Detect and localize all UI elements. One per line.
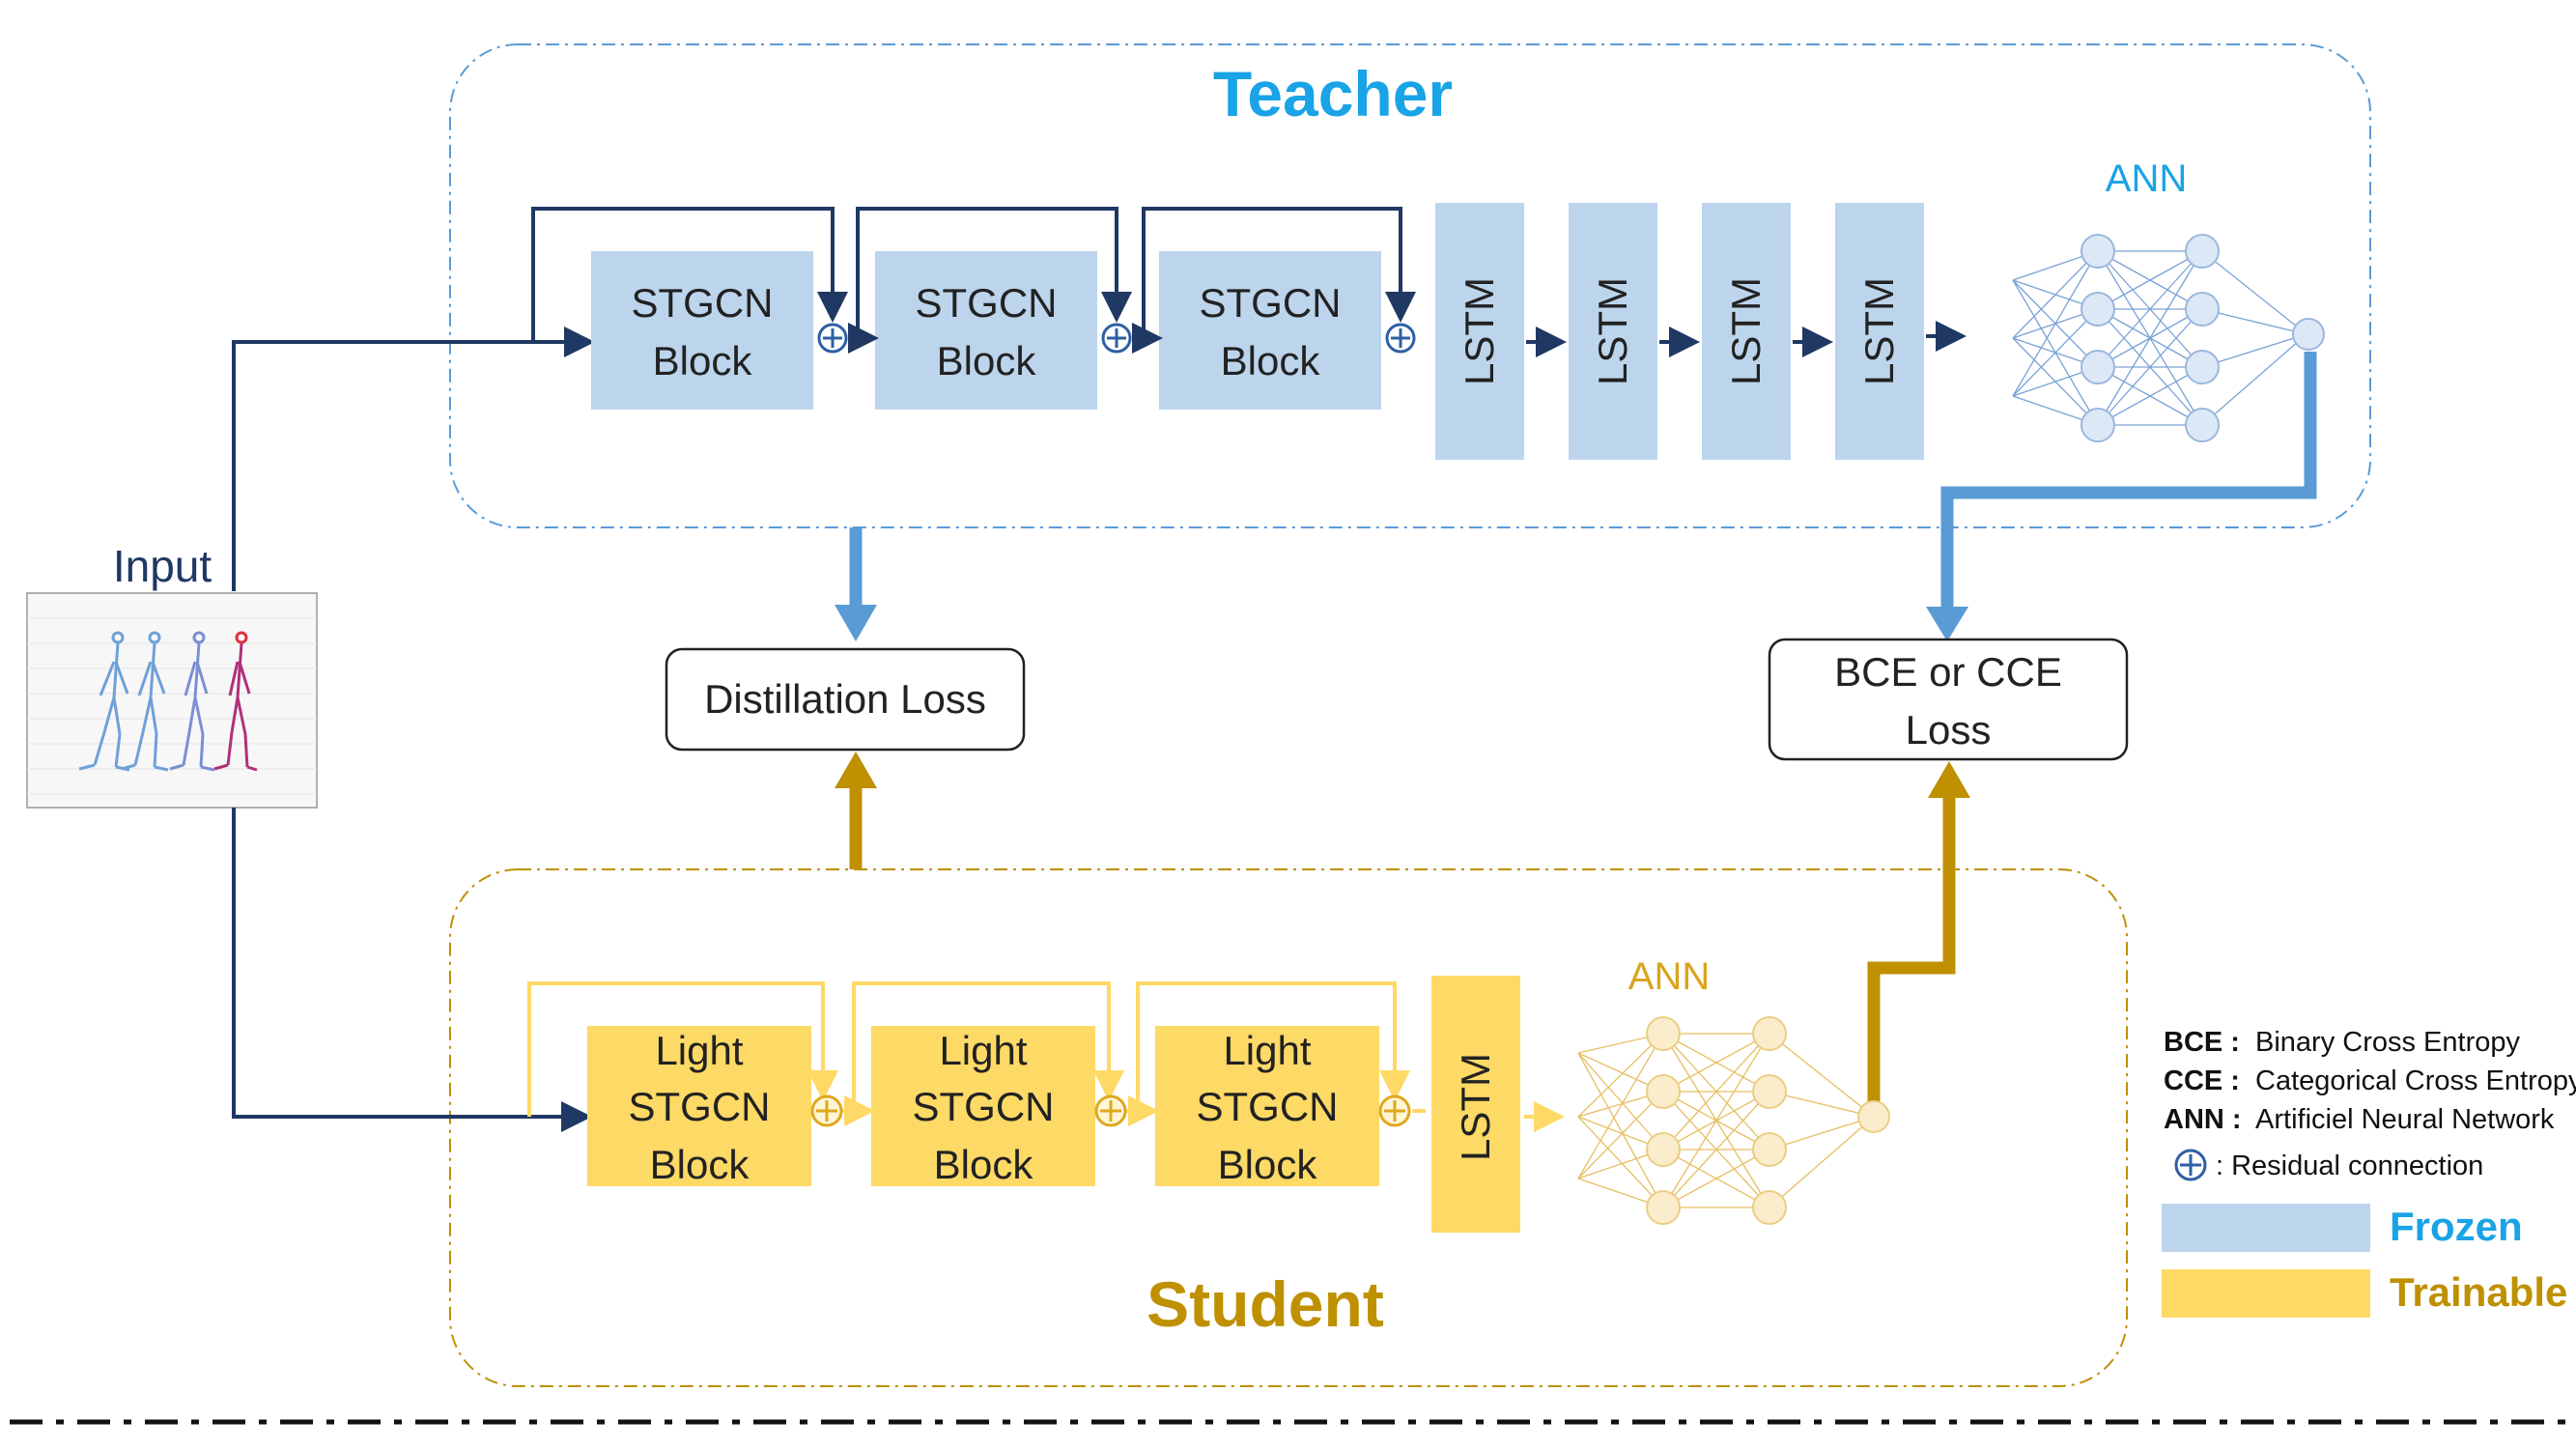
student-to-bce-arrowhead: [1928, 761, 1970, 798]
svg-text:Block: Block: [1221, 338, 1321, 384]
svg-text:Block: Block: [1218, 1142, 1318, 1187]
svg-text:STGCN: STGCN: [632, 280, 774, 326]
svg-text:STGCN: STGCN: [1200, 280, 1342, 326]
teacher-title: Teacher: [1213, 58, 1453, 129]
legend-trainable-swatch: [2162, 1269, 2370, 1318]
legend-frozen-label: Frozen: [2390, 1204, 2523, 1249]
teacher-lstm-4: LSTM: [1835, 203, 1924, 460]
teacher-plus-icon-1: [817, 323, 848, 354]
student-ann-label: ANN: [1628, 955, 1710, 998]
svg-text:LSTM: LSTM: [1457, 277, 1502, 385]
svg-text:Block: Block: [937, 338, 1037, 384]
student-to-bce-connector: [1867, 792, 1956, 1117]
svg-text:Block: Block: [934, 1142, 1034, 1187]
svg-text:Block: Block: [650, 1142, 750, 1187]
teacher-lstm-3: LSTM: [1702, 203, 1791, 460]
svg-text:BCE : Binary Cross Entro: BCE : Binary Cross Entropy: [2164, 1027, 2521, 1058]
bce-loss-box: BCE or CCE Loss: [1768, 638, 2129, 761]
svg-text:LSTM: LSTM: [1453, 1053, 1498, 1161]
teacher-to-bce-arrowhead: [1926, 607, 1968, 641]
legend-frozen-swatch: [2162, 1204, 2370, 1252]
svg-text:Distillation Loss: Distillation Loss: [704, 676, 986, 722]
teacher-container: [449, 43, 2371, 528]
student-plus-icon-2: [1094, 1094, 1127, 1127]
teacher-to-distillation-arrowhead: [835, 605, 877, 641]
legend-residual-text: : Residual connection: [2216, 1151, 2483, 1181]
student-residual-connections: [527, 981, 1426, 1126]
teacher-ann-network: [2012, 234, 2325, 442]
svg-text:Loss: Loss: [1906, 707, 1992, 753]
svg-text:LSTM: LSTM: [1856, 277, 1902, 385]
teacher-ann-label: ANN: [2106, 157, 2187, 200]
teacher-stgcn-block-1: STGCN Block: [591, 251, 813, 410]
svg-text:Light: Light: [939, 1028, 1027, 1073]
legend: BCE : Binary Cross Entropy CCE : Categor…: [2162, 1027, 2576, 1318]
teacher-plus-icon-3: [1385, 323, 1416, 354]
teacher-stgcn-block-3: STGCN Block: [1159, 251, 1381, 410]
student-light-stgcn-block-2: Light STGCN Block: [871, 1026, 1095, 1187]
teacher-plus-icon-2: [1101, 323, 1132, 354]
teacher-lstm-2: LSTM: [1569, 203, 1657, 460]
student-lstm: LSTM: [1431, 976, 1520, 1233]
svg-text:LSTM: LSTM: [1590, 277, 1635, 385]
svg-text:LSTM: LSTM: [1723, 277, 1769, 385]
teacher-stgcn-block-2: STGCN Block: [875, 251, 1097, 410]
student-container: [449, 868, 2128, 1387]
svg-text:CCE : Categorical Cross: CCE : Categorical Cross Entropy: [2164, 1065, 2576, 1096]
student-light-stgcn-block-1: Light STGCN Block: [587, 1026, 811, 1187]
teacher-lstm-arrows: [1526, 321, 1967, 357]
legend-plus-icon: [2174, 1149, 2207, 1181]
svg-text:ANN : Artificiel Neural: ANN : Artificiel Neural Network: [2164, 1104, 2555, 1135]
teacher-residual-connections: [531, 207, 1416, 354]
svg-text:Light: Light: [655, 1028, 743, 1073]
legend-ann-abbr: ANN :: [2164, 1104, 2242, 1135]
distillation-loss-box: Distillation Loss: [665, 647, 1026, 752]
svg-text:Block: Block: [653, 338, 753, 384]
student-ann-network: [1577, 1016, 1890, 1225]
legend-bce-abbr: BCE :: [2164, 1027, 2240, 1058]
student-to-distillation-arrowhead: [835, 752, 877, 788]
legend-cce-abbr: CCE :: [2164, 1065, 2240, 1096]
svg-text:STGCN: STGCN: [1197, 1084, 1339, 1129]
input-label: Input: [113, 541, 212, 591]
student-title: Student: [1146, 1268, 1384, 1340]
teacher-to-bce-connector: [1940, 352, 2317, 618]
legend-cce-text: Categorical Cross Entropy: [2255, 1065, 2576, 1096]
legend-trainable-label: Trainable: [2390, 1269, 2567, 1315]
student-plus-icon-3: [1378, 1094, 1411, 1127]
svg-text:STGCN: STGCN: [913, 1084, 1055, 1129]
legend-ann-text: Artificiel Neural Network: [2255, 1104, 2555, 1135]
svg-text:Light: Light: [1223, 1028, 1311, 1073]
input-skeleton-image: [26, 592, 318, 809]
svg-text:STGCN: STGCN: [916, 280, 1058, 326]
teacher-lstm-1: LSTM: [1435, 203, 1524, 460]
input-connectors: [232, 327, 595, 1132]
legend-bce-text: Binary Cross Entropy: [2255, 1027, 2520, 1058]
svg-text:BCE or CCE: BCE or CCE: [1834, 649, 2062, 695]
student-light-stgcn-block-3: Light STGCN Block: [1155, 1026, 1379, 1187]
student-plus-icon-1: [810, 1094, 843, 1127]
svg-text:STGCN: STGCN: [629, 1084, 771, 1129]
